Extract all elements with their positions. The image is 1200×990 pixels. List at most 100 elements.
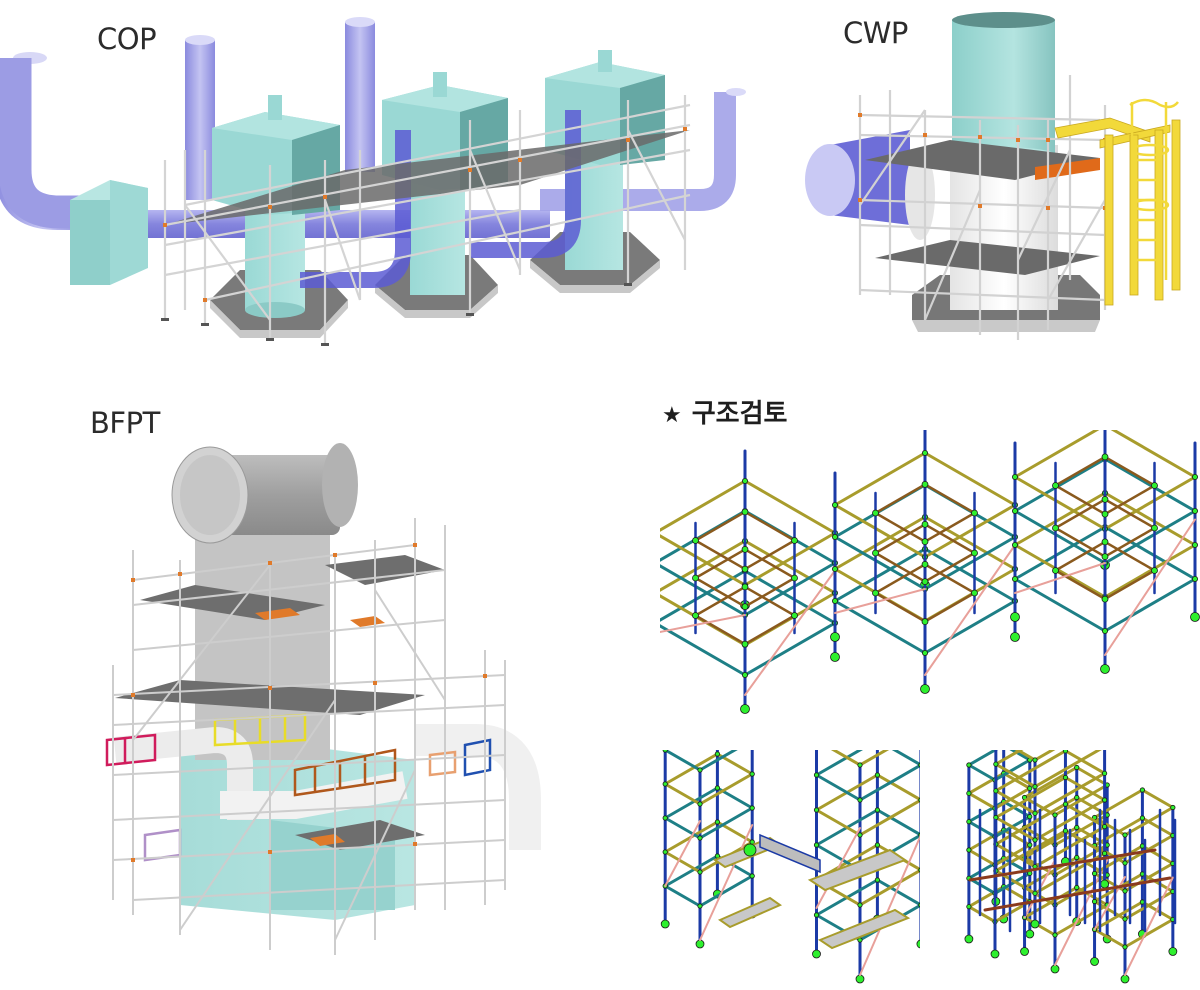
fe-node <box>1122 944 1128 950</box>
fe-node <box>714 751 721 757</box>
fe-node <box>1052 812 1058 818</box>
fe-ledger <box>833 515 927 571</box>
box-front <box>70 200 110 285</box>
fe-ledger <box>1140 788 1175 809</box>
fe-node <box>749 771 755 777</box>
fe-node <box>872 509 879 517</box>
drum-back-flange <box>322 443 358 527</box>
box-side <box>110 180 148 285</box>
fe-node <box>874 807 880 813</box>
fe-ledger <box>1033 750 1056 762</box>
fe-ledger <box>967 905 997 924</box>
fe-ledger <box>875 773 920 802</box>
fe-node <box>714 819 721 825</box>
fe-brace <box>859 834 920 976</box>
fe-ledger <box>1013 577 1107 633</box>
fe-node <box>1074 854 1080 861</box>
fe-deck-beam <box>1054 526 1107 558</box>
fe-node <box>966 819 972 825</box>
fe-deck-beam <box>1054 569 1107 601</box>
fe-ledger <box>1123 918 1175 949</box>
fe-node <box>1151 567 1158 574</box>
fe-ledger <box>858 868 920 907</box>
fe-ledger <box>875 808 920 837</box>
fe-ledger <box>663 750 702 772</box>
fe-deck-beam <box>874 563 927 595</box>
fe-node <box>1101 595 1109 603</box>
fe-support-node <box>964 934 974 944</box>
fe-node <box>1139 815 1145 821</box>
fe-deck-beam <box>743 539 796 571</box>
fe-ledger <box>833 547 927 603</box>
cop-model-render <box>0 0 770 360</box>
dense-frame-model <box>955 750 1200 990</box>
fe-node <box>1032 784 1038 790</box>
fe-deck-beam <box>694 576 747 608</box>
fe-deck-beam <box>923 523 976 555</box>
fe-node <box>1027 842 1033 848</box>
fe-support-node <box>1025 929 1035 939</box>
fe-node <box>1151 482 1158 489</box>
fe-deck-beam <box>1054 498 1107 530</box>
pump-base-edge <box>912 320 1100 332</box>
fe-ledger <box>660 539 747 592</box>
fe-ledger <box>1023 916 1057 937</box>
scaffold-deck-lower <box>875 240 1100 275</box>
fe-deck-beam <box>694 510 747 542</box>
fe-node <box>831 534 838 541</box>
fe-support-node <box>1090 957 1099 966</box>
fe-brace <box>1104 518 1196 656</box>
fe-ledger <box>833 503 927 559</box>
fe-node <box>921 481 929 488</box>
fe-deck-plate <box>717 896 783 929</box>
fe-node <box>1091 898 1098 905</box>
fe-ledger <box>1103 491 1197 547</box>
fe-ledger <box>663 752 719 786</box>
pipe-flange <box>905 150 935 240</box>
fe-deck-beam <box>968 848 1157 882</box>
fe-node <box>1027 814 1033 820</box>
fe-ledger <box>858 798 920 837</box>
fe-node <box>1101 453 1109 461</box>
fe-node <box>742 671 749 678</box>
fe-deck-beam <box>1054 484 1107 516</box>
ladder-cage <box>1129 98 1179 280</box>
fe-node <box>1074 884 1080 891</box>
fe-ledger <box>663 854 719 888</box>
fe-ledger <box>1103 509 1197 565</box>
fe-deck-beam <box>874 591 927 623</box>
fe-node <box>857 797 863 803</box>
fe-support-node <box>1100 879 1110 889</box>
fe-node <box>741 508 749 516</box>
fe-node <box>1027 785 1033 791</box>
fe-node <box>831 565 838 572</box>
fe-node <box>791 537 798 544</box>
fe-ledger <box>994 802 1067 846</box>
fe-support-node <box>920 684 930 694</box>
fe-ledger <box>994 789 1037 815</box>
fe-node <box>1192 508 1199 515</box>
fe-ledger <box>743 479 837 535</box>
pipe-vertical <box>185 40 215 200</box>
fe-deck-plate <box>807 848 908 892</box>
fe-ledger <box>1013 491 1107 547</box>
fe-node <box>966 904 972 910</box>
fe-support-node <box>1030 919 1040 929</box>
fe-node <box>813 807 820 813</box>
fe-node <box>966 790 972 796</box>
fe-node <box>1062 801 1069 807</box>
fe-node <box>1122 916 1128 922</box>
fe-deck-beam <box>743 576 796 608</box>
fe-node <box>813 842 820 848</box>
fe-node <box>1011 474 1018 481</box>
fe-walkway <box>759 833 821 874</box>
fe-node <box>1032 890 1038 896</box>
fe-node <box>857 902 863 908</box>
fe-ledger <box>858 763 920 802</box>
fe-ledger <box>660 479 747 532</box>
pipe-cap <box>185 35 215 45</box>
fe-support-node <box>1168 947 1178 956</box>
fe-node <box>741 583 749 591</box>
fe-ledger <box>1123 890 1175 921</box>
fe-node <box>918 867 920 873</box>
